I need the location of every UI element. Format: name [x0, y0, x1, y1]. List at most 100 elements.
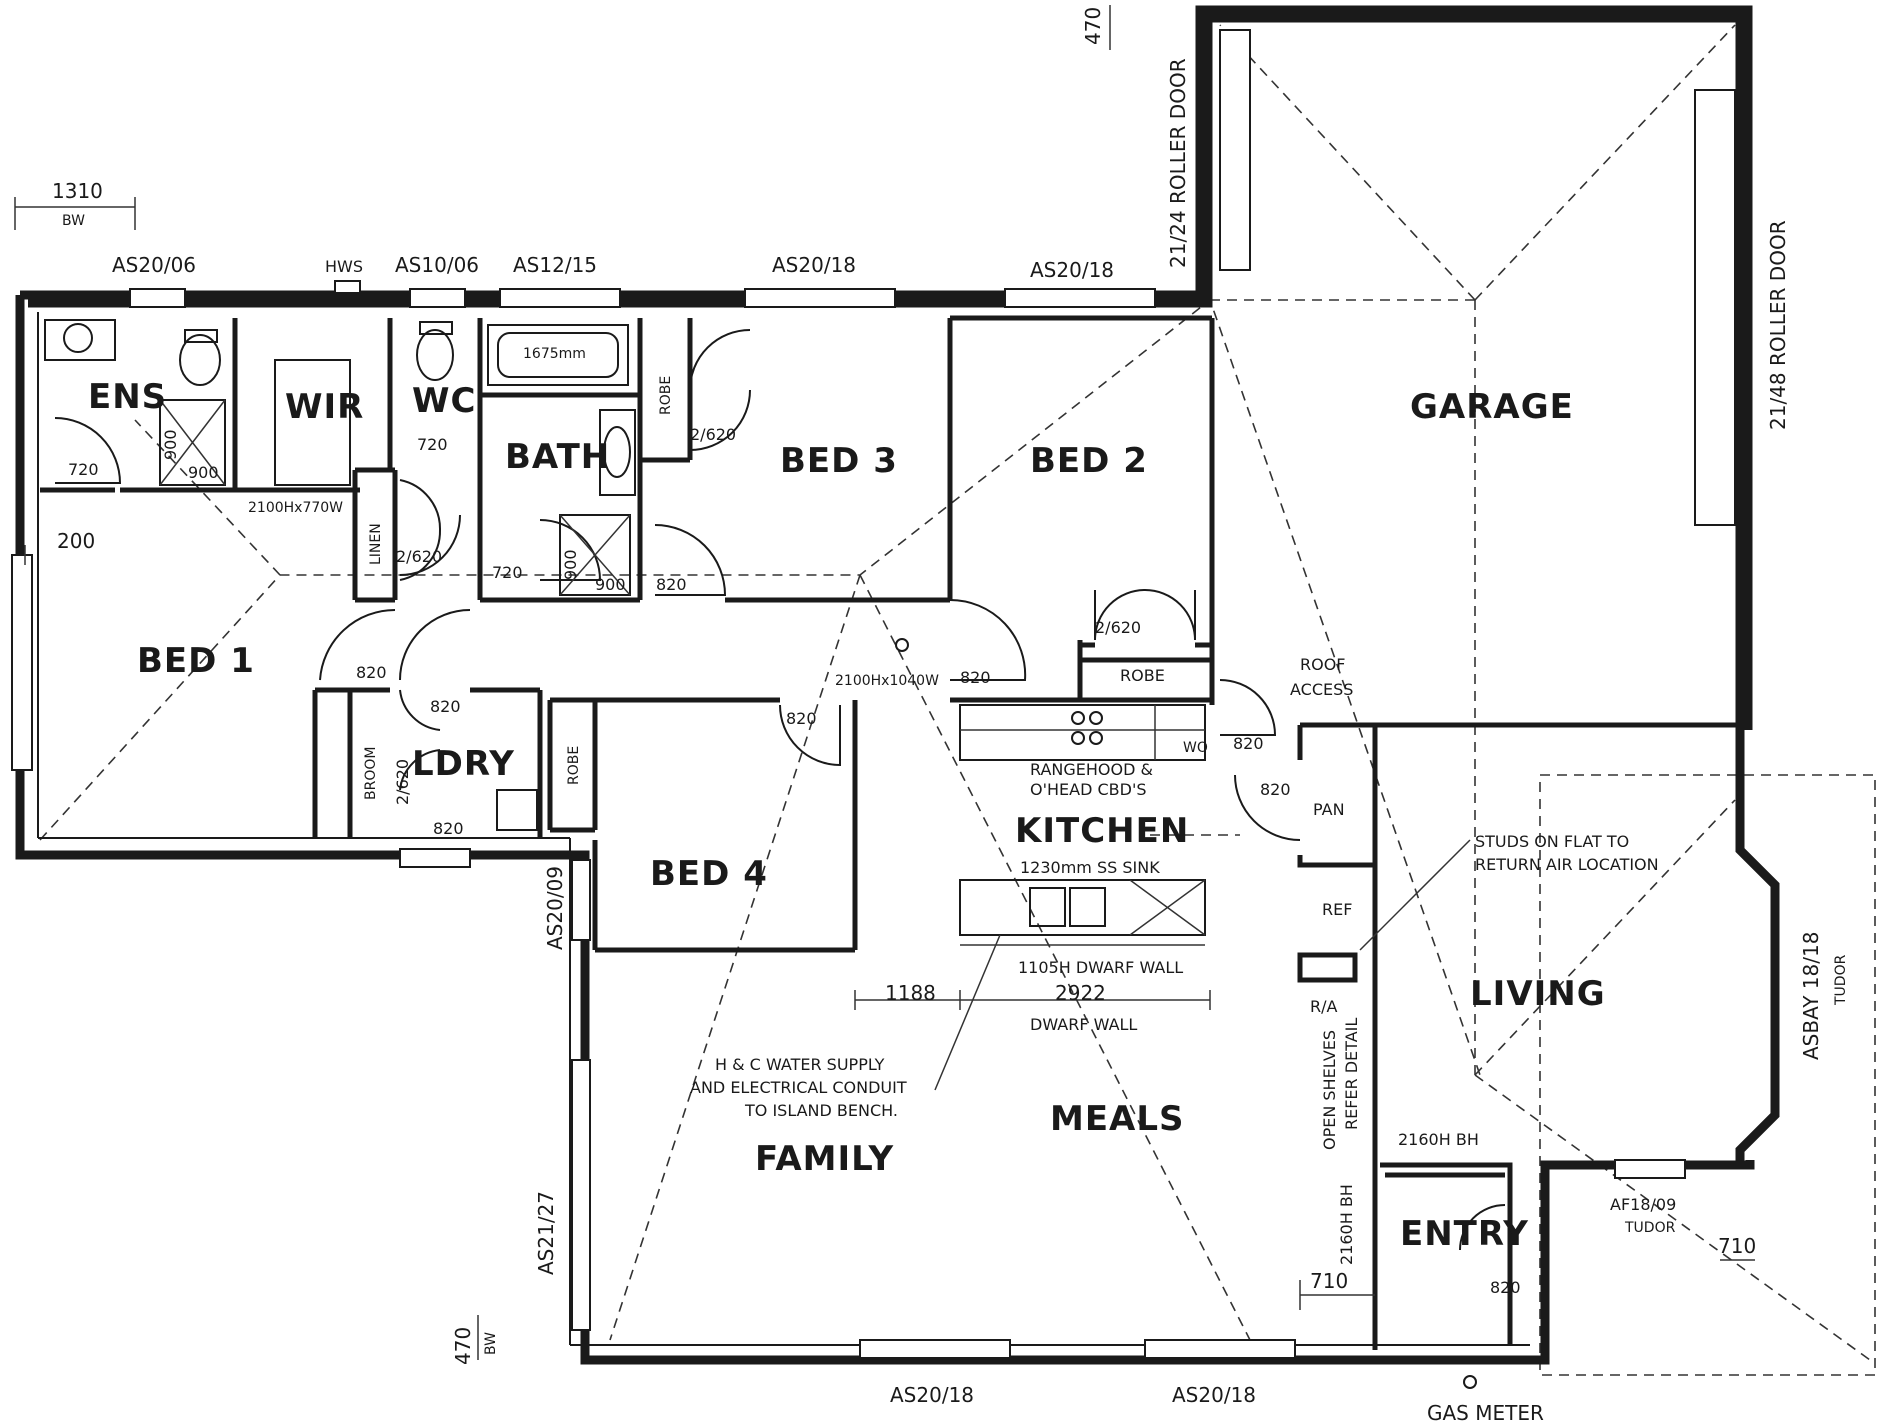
window-label: AS12/15	[513, 253, 597, 277]
fixture-labels: 1675mm ROBE ROBE ROBE LINEN BROOM PAN RE…	[62, 213, 1659, 1425]
fixtures	[44, 319, 1477, 1389]
roof-access-label: ROOF	[1300, 655, 1346, 674]
dwarf-wall-label: 1105H DWARF WALL	[1018, 958, 1183, 977]
dim-label: 820	[1260, 780, 1291, 799]
shelves-note: REFER DETAIL	[1342, 1018, 1361, 1130]
interior-walls	[40, 315, 1740, 1350]
water-note: AND ELECTRICAL CONDUIT	[690, 1078, 907, 1097]
doors	[54, 329, 1506, 1251]
room-family: FAMILY	[755, 1139, 894, 1179]
window-label: AS21/27	[534, 1191, 558, 1275]
room-living: LIVING	[1470, 974, 1606, 1014]
window-sub-label: TUDOR	[1624, 1220, 1676, 1236]
window-label: AS20/18	[1172, 1383, 1256, 1407]
dimension-lines	[14, 5, 1755, 1360]
room-wir: WIR	[285, 387, 364, 427]
opening-label: 2100Hx770W	[248, 500, 343, 516]
dim-label: 2/620	[690, 425, 736, 444]
bulkhead-label: 2160H BH	[1337, 1184, 1356, 1265]
room-labels: ENS WIR WC BATH BED 3 BED 2 GARAGE BED 1…	[88, 377, 1606, 1254]
bath-size-label: 1675mm	[523, 346, 586, 362]
room-garage: GARAGE	[1410, 387, 1574, 427]
dim-label: 720	[68, 460, 99, 479]
window-label: AS20/09	[543, 866, 567, 950]
window-label: AS20/06	[112, 253, 196, 277]
dim-label: 720	[417, 435, 448, 454]
dim-label: 900	[188, 463, 219, 482]
room-bed1: BED 1	[137, 641, 255, 681]
studs-note: RETURN AIR LOCATION	[1475, 855, 1659, 874]
room-ldry: LDRY	[412, 744, 515, 784]
room-bed4: BED 4	[650, 854, 768, 894]
bw-label: BW	[62, 213, 85, 229]
dim-label: 900	[561, 549, 580, 580]
robe-label: ROBE	[658, 376, 674, 415]
broom-label: BROOM	[363, 747, 379, 800]
room-wc: WC	[412, 381, 476, 421]
dimension-labels: 1310 470 470 200 720 720 720 900 900 900…	[52, 7, 1756, 1365]
room-bed2: BED 2	[1030, 441, 1148, 481]
pan-label: PAN	[1313, 800, 1345, 819]
water-note: H & C WATER SUPPLY	[715, 1055, 885, 1074]
ref-label: REF	[1322, 900, 1352, 919]
hws-label: HWS	[325, 257, 363, 276]
dim-label: 900	[595, 575, 626, 594]
dim-label: 2/620	[393, 759, 412, 805]
sink-label: 1230mm SS SINK	[1020, 858, 1160, 877]
dim-label: 820	[1233, 734, 1264, 753]
dim-label: 1188	[885, 981, 936, 1005]
bay-window-label: ASBAY 18/18	[1799, 932, 1823, 1060]
dim-label: 2922	[1055, 981, 1106, 1005]
dim-label: 900	[161, 429, 180, 460]
dim-label: 200	[57, 529, 95, 553]
dim-label: 720	[492, 563, 523, 582]
dim-label: 2/620	[396, 547, 442, 566]
room-ens: ENS	[88, 377, 167, 417]
roof-lines	[39, 24, 1876, 1376]
ra-label: R/A	[1310, 997, 1338, 1016]
robe-label: ROBE	[1120, 666, 1165, 685]
dim-label: 470	[1081, 7, 1105, 45]
windows	[11, 29, 1736, 1359]
gas-meter-label: GAS METER	[1427, 1401, 1544, 1425]
door-labels: 21/24 ROLLER DOOR 21/48 ROLLER DOOR 2100…	[248, 58, 1790, 689]
wo-label: WO	[1183, 740, 1208, 756]
linen-label: LINEN	[368, 523, 384, 565]
roof-access-label: ACCESS	[1290, 680, 1353, 699]
opening-label: 2100Hx1040W	[835, 673, 939, 689]
roller-door-label: 21/24 ROLLER DOOR	[1166, 58, 1190, 268]
dim-label: 820	[656, 575, 687, 594]
shelves-note: OPEN SHELVES	[1320, 1030, 1339, 1150]
window-label: AS20/18	[1030, 258, 1114, 282]
roller-door-label: 21/48 ROLLER DOOR	[1766, 220, 1790, 430]
room-meals: MEALS	[1050, 1099, 1185, 1139]
window-label: AS20/18	[890, 1383, 974, 1407]
bay-window-sub-label: TUDOR	[1833, 954, 1849, 1006]
dim-label: 820	[430, 697, 461, 716]
dim-label: 710	[1718, 1234, 1756, 1258]
room-entry: ENTRY	[1400, 1214, 1529, 1254]
room-bed3: BED 3	[780, 441, 898, 481]
room-kitchen: KITCHEN	[1015, 811, 1189, 851]
robe-label: ROBE	[566, 746, 582, 785]
dwarf-wall-label: DWARF WALL	[1030, 1015, 1137, 1034]
studs-note: STUDS ON FLAT TO	[1475, 832, 1629, 851]
dim-label: 1310	[52, 179, 103, 203]
dim-label: 820	[356, 663, 387, 682]
window-labels: AS20/06 HWS AS10/06 AS12/15 AS20/18 AS20…	[112, 253, 1849, 1407]
window-label: AF18/09	[1610, 1195, 1676, 1214]
dim-label: 820	[960, 668, 991, 687]
rangehood-label: O'HEAD CBD'S	[1030, 780, 1147, 799]
dim-label: 820	[1490, 1278, 1521, 1297]
dim-label: 820	[786, 709, 817, 728]
bw-label: BW	[483, 1332, 499, 1355]
dim-label: 710	[1310, 1269, 1348, 1293]
bulkhead-label: 2160H BH	[1398, 1130, 1479, 1149]
room-bath: BATH	[505, 437, 610, 477]
dim-label: 470	[451, 1327, 475, 1365]
dim-label: 2/620	[1095, 618, 1141, 637]
water-note: TO ISLAND BENCH.	[744, 1101, 898, 1120]
window-label: AS10/06	[395, 253, 479, 277]
rangehood-label: RANGEHOOD &	[1030, 760, 1153, 779]
